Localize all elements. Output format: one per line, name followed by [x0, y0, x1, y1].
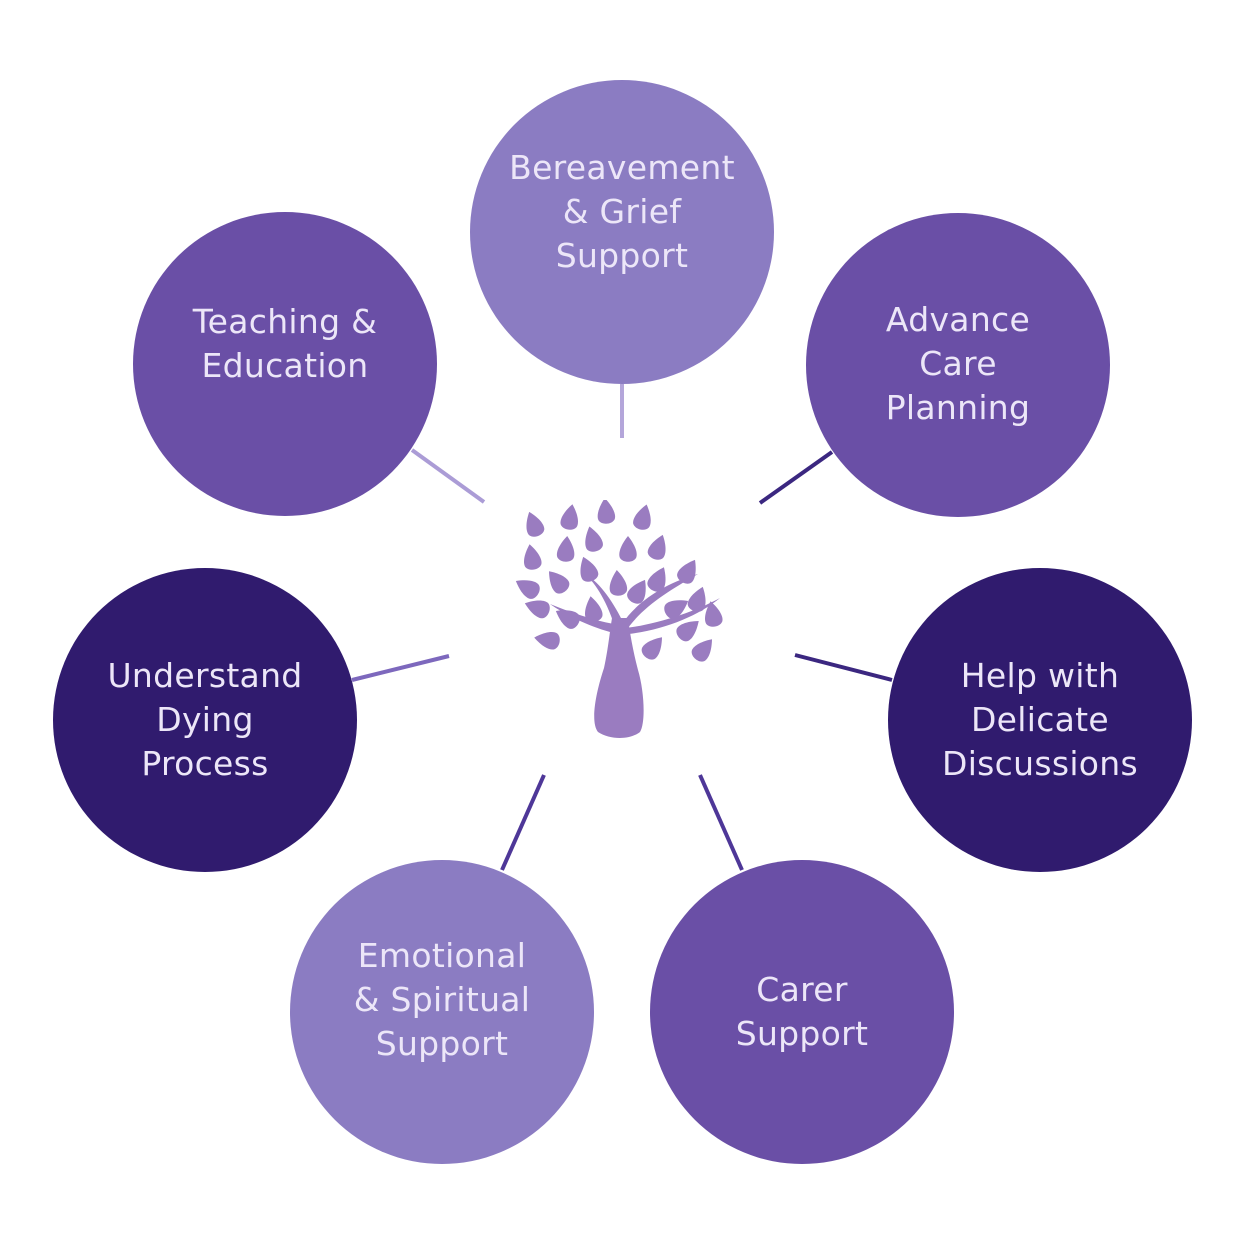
leaf-shape	[524, 600, 550, 619]
leaf-shape	[619, 536, 637, 562]
connector-delicate-discussions	[794, 653, 893, 682]
node-label-line: Carer	[756, 970, 848, 1009]
node-label-line: Help with	[960, 656, 1120, 695]
leaf-shape	[580, 556, 599, 582]
connector-emotional-spiritual	[500, 774, 546, 871]
node-bereavement-grief-support: Bereavement & Grief Support	[470, 80, 774, 384]
leaf-shape	[526, 511, 545, 537]
node-emotional-spiritual-support: Emotional & Spiritual Support	[290, 860, 594, 1164]
leaf-shape	[647, 567, 666, 592]
leaf-shape	[687, 586, 706, 612]
node-label-line: Discussions	[942, 744, 1138, 783]
leaf-shape	[560, 504, 578, 530]
leaf-shape	[676, 621, 699, 642]
node-label-line: Advance	[885, 300, 1031, 339]
node-label-line: Teaching &	[192, 302, 378, 341]
leaf-shape	[556, 536, 575, 562]
node-help-with-delicate-discussions: Help with Delicate Discussions	[888, 568, 1192, 872]
leaf-shape	[609, 570, 628, 596]
node-label-line: Planning	[885, 388, 1031, 427]
leaf-shape	[555, 610, 580, 629]
leaf-shape	[664, 600, 689, 619]
node-label-line: Care	[919, 344, 997, 383]
leaf-shape	[534, 632, 560, 650]
connector-carer-support	[698, 774, 744, 871]
leaf-shape	[705, 601, 723, 627]
connector-teaching	[410, 448, 486, 504]
leaf-shape	[597, 500, 616, 524]
node-label-line: Dying	[156, 700, 254, 739]
node-teaching-education: Teaching & Education	[133, 212, 437, 516]
node-label-line: Education	[201, 346, 369, 385]
node-carer-support: Carer Support	[650, 860, 954, 1164]
leaf-shape	[647, 534, 666, 560]
tree-icon	[515, 500, 723, 738]
node-label-line: Process	[141, 744, 269, 783]
node-advance-care-planning: Advance Care Planning	[806, 213, 1110, 517]
connector-dying-process	[351, 654, 450, 682]
leaf-shape	[627, 579, 646, 604]
node-label-line: Bereavement	[509, 148, 735, 187]
leaf-shape	[641, 637, 662, 660]
leaf-shape	[677, 559, 696, 584]
leaf-shape	[633, 504, 651, 530]
leaf-shape	[585, 526, 603, 552]
connector-advance-care	[758, 450, 834, 505]
node-label-line: Understand	[107, 656, 303, 695]
leaf-shape	[691, 639, 712, 662]
leaf-shape	[585, 596, 603, 622]
node-label-line: Support	[735, 1014, 869, 1053]
leaf-shape	[524, 544, 542, 570]
node-label-line: Emotional	[357, 936, 527, 975]
node-understand-dying-process: Understand Dying Process	[53, 568, 357, 872]
leaf-shape	[549, 571, 570, 594]
leaf-shape	[515, 580, 540, 599]
node-label-line: Support	[555, 236, 689, 275]
node-label-line: Delicate	[970, 700, 1110, 739]
node-label-line: & Grief	[562, 192, 682, 231]
node-label-line: & Spiritual	[353, 980, 531, 1019]
node-label-line: Support	[375, 1024, 509, 1063]
